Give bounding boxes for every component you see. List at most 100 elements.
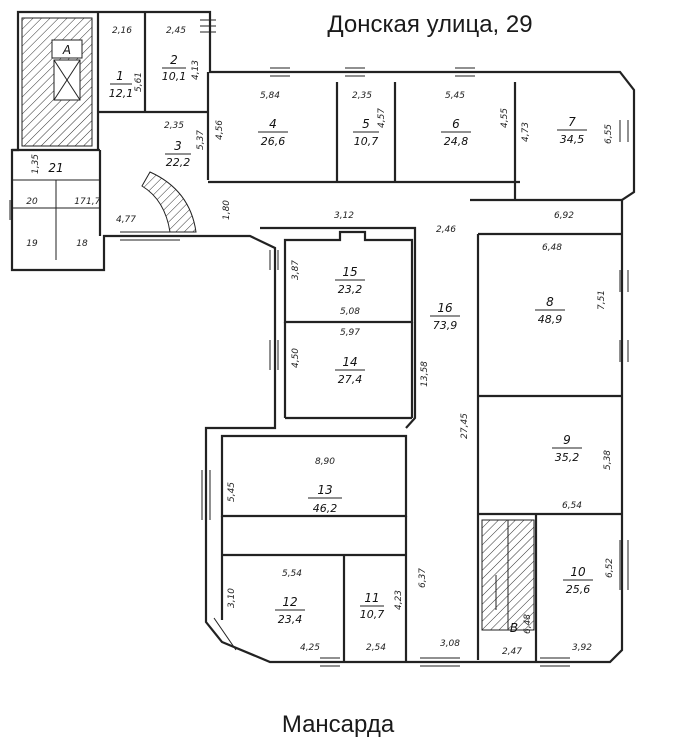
room-17: 17 xyxy=(74,197,86,207)
svg-text:13: 13 xyxy=(317,483,332,497)
svg-text:12: 12 xyxy=(282,595,297,609)
room-1: 1 12,1 xyxy=(109,69,134,100)
svg-text:25,6: 25,6 xyxy=(566,583,591,596)
dim-label: 4,55 xyxy=(500,108,510,128)
dim-label: 4,13 xyxy=(191,60,201,80)
room-2: 2 10,1 xyxy=(162,53,187,83)
svg-text:11: 11 xyxy=(364,591,379,605)
svg-text:27,4: 27,4 xyxy=(338,373,363,386)
dim-label: 6,37 xyxy=(418,568,428,588)
dim-label: 6,92 xyxy=(554,211,574,221)
svg-text:48,9: 48,9 xyxy=(538,313,563,326)
dim-label: 4,50 xyxy=(291,348,301,368)
room-21: 21 xyxy=(48,161,63,175)
dim-label: 2,46 xyxy=(436,225,456,235)
svg-text:3: 3 xyxy=(174,139,182,153)
dim-label: 4,56 xyxy=(215,120,225,140)
room-18: 18 xyxy=(76,239,88,249)
svg-text:21: 21 xyxy=(48,161,63,175)
dim-label: 4,23 xyxy=(394,590,404,610)
dim-label: 2,54 xyxy=(366,643,386,653)
dim-label: 6,48 xyxy=(542,243,562,253)
svg-text:24,8: 24,8 xyxy=(444,135,469,148)
dim-label: 6,54 xyxy=(562,501,582,511)
room-12: 12 23,4 xyxy=(275,595,305,626)
dim-label: 2,45 xyxy=(166,26,186,36)
room-15: 15 23,2 xyxy=(335,265,365,296)
dim-label: 3,92 xyxy=(572,643,592,653)
window-marks xyxy=(9,19,629,667)
svg-text:23,2: 23,2 xyxy=(338,283,363,296)
dim-label: 13,58 xyxy=(420,361,430,387)
svg-text:12,1: 12,1 xyxy=(109,87,134,100)
dim-label: 5,97 xyxy=(340,328,360,338)
dim-label: 6,52 xyxy=(605,558,615,578)
svg-text:17: 17 xyxy=(74,197,86,207)
room-4: 4 26,6 xyxy=(258,117,288,148)
svg-text:16: 16 xyxy=(437,301,453,315)
dim-label: 5,45 xyxy=(227,482,237,502)
outer-walls xyxy=(10,10,636,664)
svg-text:23,4: 23,4 xyxy=(278,613,303,626)
dim-label: 1,80 xyxy=(222,200,232,220)
stair-b: В xyxy=(481,519,535,635)
svg-text:22,2: 22,2 xyxy=(166,156,191,169)
svg-text:2: 2 xyxy=(170,53,178,67)
svg-text:19: 19 xyxy=(26,239,38,249)
dim-label: 2,16 xyxy=(112,26,132,36)
dim-label: 3,12 xyxy=(334,211,354,221)
room-11: 11 10,7 xyxy=(360,591,385,621)
room-8: 8 48,9 xyxy=(535,295,565,326)
svg-text:73,9: 73,9 xyxy=(433,319,458,332)
svg-text:6: 6 xyxy=(452,117,460,131)
dim-label: 3,10 xyxy=(227,588,237,608)
svg-text:15: 15 xyxy=(342,265,357,279)
dim-label: 27,45 xyxy=(460,413,470,439)
room-16: 16 73,9 xyxy=(430,301,460,332)
dim-label: 5,38 xyxy=(603,450,613,470)
svg-text:20: 20 xyxy=(26,197,38,207)
svg-text:7: 7 xyxy=(568,115,576,129)
stair-a: А xyxy=(21,17,93,147)
dim-label: 5,54 xyxy=(282,569,302,579)
room-6: 6 24,8 xyxy=(441,117,471,148)
plan-title: Донская улица, 29 xyxy=(327,11,532,38)
dim-label: 1,35 xyxy=(31,154,41,174)
dim-label: 4,25 xyxy=(300,643,320,653)
dimension-labels: 2,16 2,45 5,61 4,13 2,35 5,37 4,56 5,84 … xyxy=(31,26,615,657)
curved-stair xyxy=(141,171,197,233)
dim-label: 5,08 xyxy=(340,307,360,317)
dim-label: 6,48 xyxy=(523,614,533,634)
svg-text:46,2: 46,2 xyxy=(313,502,338,515)
room-20: 20 xyxy=(26,197,38,207)
dim-label: 4,73 xyxy=(521,122,531,142)
room-19: 19 xyxy=(26,239,38,249)
svg-text:9: 9 xyxy=(563,433,571,447)
svg-text:18: 18 xyxy=(76,239,88,249)
plan-caption: Мансарда xyxy=(282,711,395,738)
svg-text:10,7: 10,7 xyxy=(354,135,379,148)
svg-text:8: 8 xyxy=(546,295,554,309)
stair-b-label: В xyxy=(510,621,518,635)
dim-label: 3,87 xyxy=(291,260,301,280)
dim-label: 6,55 xyxy=(604,124,614,144)
dim-label: 8,90 xyxy=(315,457,335,467)
svg-text:1: 1 xyxy=(116,69,124,83)
dim-label: 5,37 xyxy=(196,130,206,150)
dim-label: 5,61 xyxy=(134,72,144,92)
room-10: 10 25,6 xyxy=(563,565,593,596)
dim-label: 5,45 xyxy=(445,91,465,101)
interior-walls xyxy=(12,12,622,662)
svg-text:10: 10 xyxy=(570,565,586,579)
svg-text:10,1: 10,1 xyxy=(162,70,187,83)
room-5: 5 10,7 xyxy=(353,117,379,148)
svg-text:26,6: 26,6 xyxy=(261,135,286,148)
dim-label: 7,51 xyxy=(597,290,607,310)
svg-text:4: 4 xyxy=(269,117,277,131)
dim-label: 5,84 xyxy=(260,91,280,101)
room-7: 7 34,5 xyxy=(557,115,587,146)
svg-text:34,5: 34,5 xyxy=(560,133,585,146)
dim-label: 4,57 xyxy=(377,108,387,128)
svg-text:35,2: 35,2 xyxy=(555,451,580,464)
